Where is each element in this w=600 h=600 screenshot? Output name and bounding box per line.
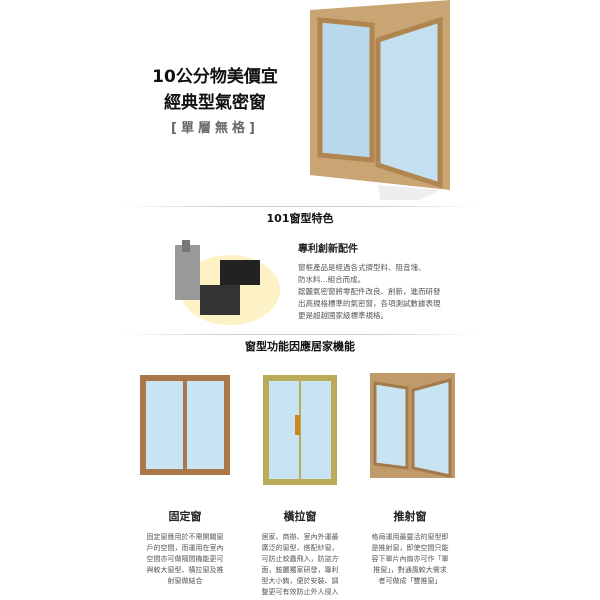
text-line: 出高規格標準的氣密窗，各項測試數據表現: [298, 299, 441, 308]
text-line: 更是超越國家級標準規格。: [298, 311, 388, 320]
hero-title-line1: 10公分物美價宜: [152, 67, 278, 87]
window-type-description: 固定窗應用於不需開關窗 戶的空間，而運用在室內 空間亦可做隔間機能更可 與較大窗…: [140, 532, 230, 587]
hero-subtitle: [單層無格]: [171, 121, 259, 136]
text-line: 者可做成「雙推窗」: [378, 577, 442, 585]
hero-title-line2: 經典型氣密窗: [164, 93, 266, 113]
text-line: 型大小鉤，便於安裝、調: [261, 577, 339, 585]
sliding-window-image: [263, 375, 337, 485]
text-line: 戶的空間，而運用在室內: [146, 544, 224, 552]
window-type-fixed: 固定窗 固定窗應用於不需開關窗 戶的空間，而運用在室內 空間亦可做隔間機能更可 …: [125, 508, 245, 587]
text-line: 固定窗應用於不需開關窗: [146, 533, 224, 541]
window-type-title: 橫拉窗: [283, 510, 317, 523]
divider: [120, 334, 480, 335]
text-line: 容下單片內扇亦可作「單: [371, 555, 449, 563]
text-line: 廣泛的窗型，搭配紗窗，: [261, 544, 339, 552]
casement-window-hero-image: [310, 0, 450, 200]
text-line: 防水料...組合而成。: [298, 275, 366, 284]
feature-item-title: 專利創新配件: [298, 244, 358, 255]
text-line: 居家、商辦、室內外運最: [261, 533, 339, 541]
window-type-title: 固定窗: [168, 510, 202, 523]
text-line: 可防止蚊蟲飛入，防盜方: [261, 555, 339, 563]
functions-heading: 窗型功能因應居家機能: [245, 340, 355, 353]
text-line: 推窗」，對通風較大需求: [373, 566, 447, 574]
casement-window-image: [370, 373, 455, 478]
text-line: 鋐麗氣密窗將零配件改良、創新，進而研發: [298, 287, 441, 296]
divider: [120, 206, 480, 207]
text-line: 整更可有效防止外人侵入: [261, 588, 339, 596]
window-type-casement: 推射窗 格局運用最靈活的窗型即 是推射窗，即使空間只能 容下單片內扇亦可作「單 …: [350, 508, 470, 587]
feature-description: 窗框產品是經過各式擠型料、阻音塊、 防水料...組合而成。 鋐麗氣密窗將零配件改…: [298, 262, 441, 322]
window-type-description: 格局運用最靈活的窗型即 是推射窗，即使空間只能 容下單片內扇亦可作「單 推窗」，…: [365, 532, 455, 587]
window-type-description: 居家、商辦、室內外運最 廣泛的窗型，搭配紗窗， 可防止蚊蟲飛入，防盜方 面，鋐麗…: [255, 532, 345, 598]
features-heading: 101窗型特色: [266, 212, 334, 225]
text-line: 射窗做結合: [167, 577, 203, 585]
window-type-title: 推射窗: [393, 510, 427, 523]
text-line: 是推射窗，即使空間只能: [371, 544, 449, 552]
text-line: 格局運用最靈活的窗型即: [371, 533, 449, 541]
text-line: 空間亦可做隔間機能更可: [146, 555, 224, 563]
text-line: 面，鋐麗獨家研發，專利: [261, 566, 339, 574]
fixed-window-image: [140, 375, 230, 475]
hardware-parts-image: [175, 240, 280, 325]
text-line: 窗框產品是經過各式擠型料、阻音塊、: [298, 263, 426, 272]
text-line: 與較大窗型、橫拉窗及推: [146, 566, 224, 574]
window-type-sliding: 橫拉窗 居家、商辦、室內外運最 廣泛的窗型，搭配紗窗， 可防止蚊蟲飛入，防盜方 …: [240, 508, 360, 598]
